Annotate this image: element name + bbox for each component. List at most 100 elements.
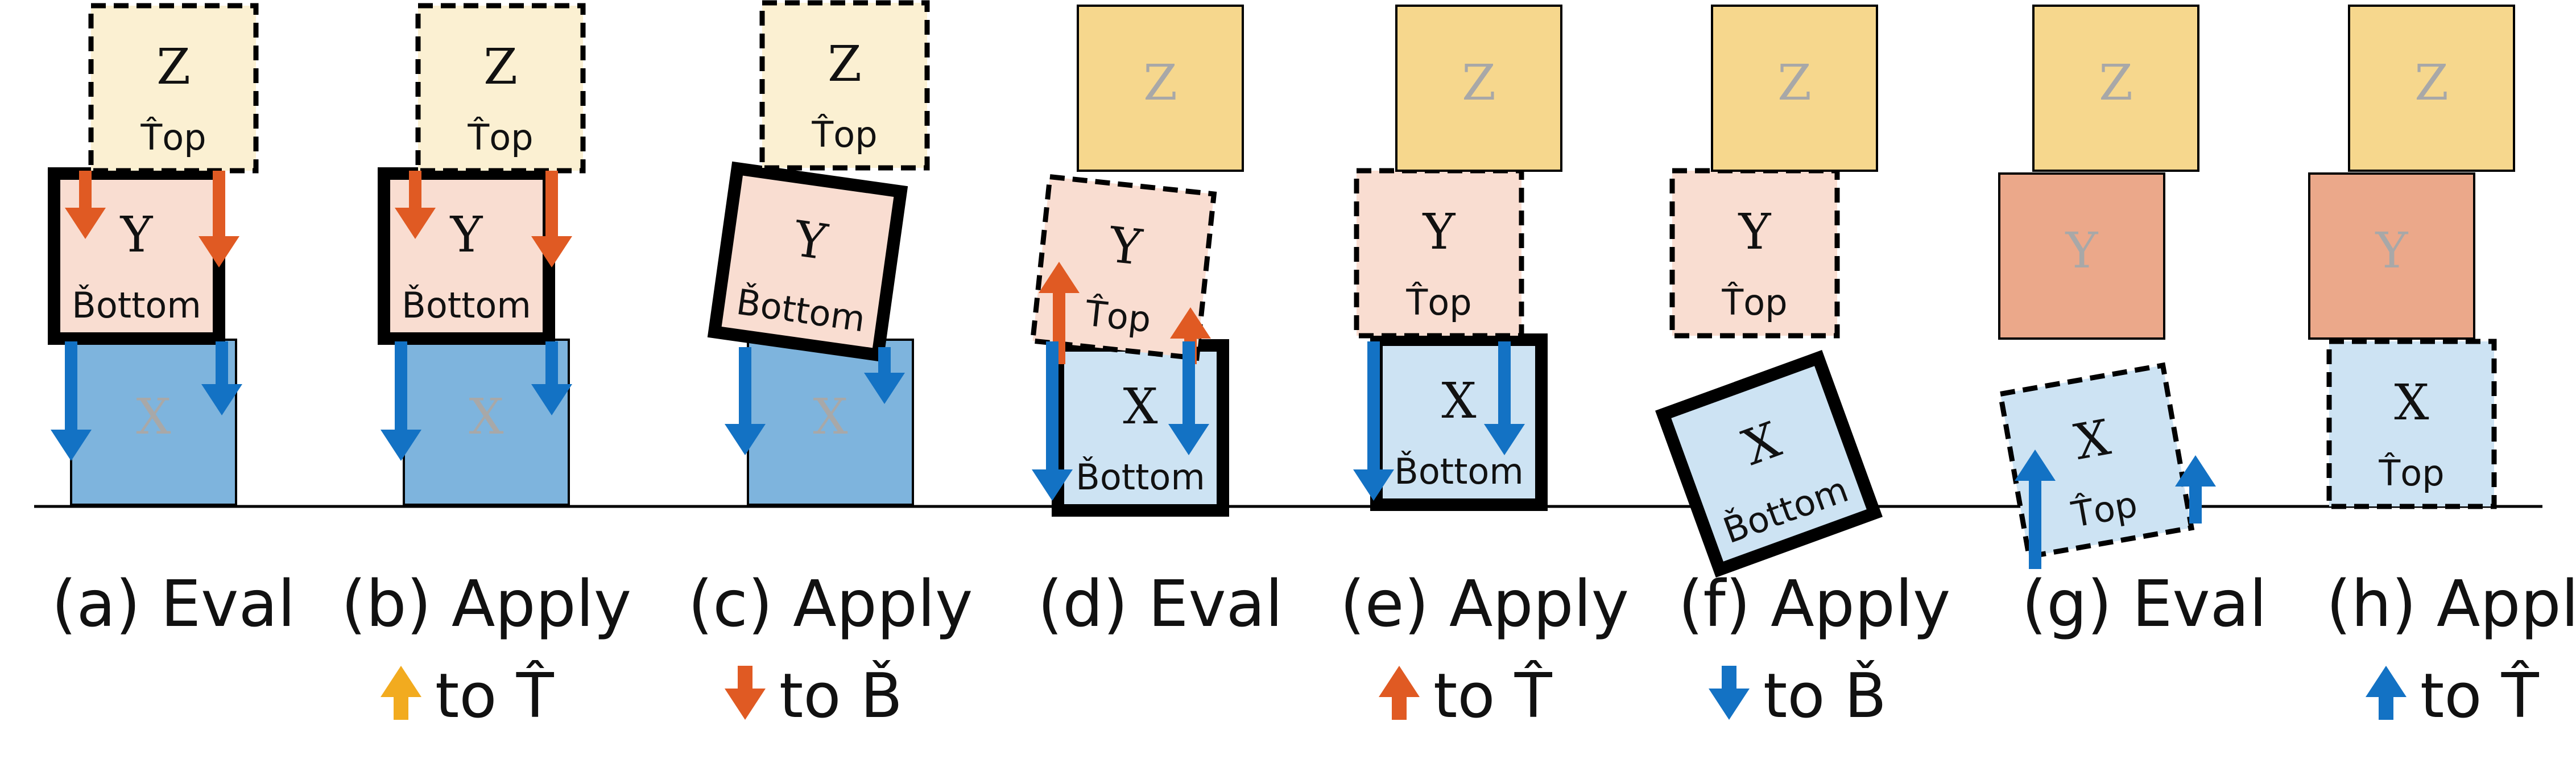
force-on-x-left-arrow-icon xyxy=(2015,450,2056,569)
block-y-role-label: T̂op xyxy=(1083,292,1153,340)
apply-text-panel-h: to T̂ xyxy=(2420,660,2540,732)
force-on-x-right-arrow-icon xyxy=(1168,341,1209,455)
block-y-letter: Y xyxy=(2065,222,2099,279)
block-y-letter: Y xyxy=(2375,222,2409,279)
block-z-letter: Z xyxy=(1462,55,1496,112)
block-z-body xyxy=(759,0,930,171)
block-x-role-label: B̌ottom xyxy=(1076,456,1205,498)
block-x-body xyxy=(403,339,570,506)
block-y-letter: Y xyxy=(1738,204,1772,261)
block-y-body xyxy=(2308,172,2475,340)
block-y-role-label: T̂op xyxy=(1405,282,1471,323)
block-x-body xyxy=(70,339,237,506)
block-z-role-label: T̂op xyxy=(140,117,206,158)
block-y-panel-f: Y T̂op xyxy=(1669,168,1840,339)
block-z-letter: Z xyxy=(1777,55,1812,112)
block-y-body xyxy=(1998,172,2165,340)
caption-panel-d: (d) Eval xyxy=(1038,567,1283,641)
force-on-x-right-arrow-icon xyxy=(201,341,242,415)
apply-text-panel-f: to B̌ xyxy=(1763,660,1887,732)
block-x-letter: X xyxy=(1123,378,1157,435)
block-x-panel-f: XB̌ottom xyxy=(1655,350,1883,578)
block-x-body xyxy=(2326,339,2497,509)
block-y-body xyxy=(1029,174,1217,361)
block-z-panel-d: Z xyxy=(1077,5,1244,172)
block-x-body xyxy=(1997,362,2195,560)
caption-panel-h: (h) Apply xyxy=(2326,567,2576,641)
apply-e-arrow-icon xyxy=(1379,666,1420,720)
panel-g: XT̂op YZ (g) Eval xyxy=(1997,5,2267,641)
block-y-panel-e: Y T̂op xyxy=(1354,168,1524,339)
block-x-letter: X xyxy=(1441,373,1476,430)
block-z-panel-g: Z xyxy=(2032,5,2199,172)
caption-panel-a: (a) Eval xyxy=(52,567,295,641)
force-on-y-left-arrow-icon xyxy=(395,171,436,239)
block-z-body xyxy=(2032,5,2199,172)
block-z-panel-a: Z T̂op xyxy=(88,3,259,174)
apply-h-arrow-icon xyxy=(2366,666,2407,720)
force-on-x-left-arrow-icon xyxy=(725,347,766,455)
block-x-panel-b: X xyxy=(403,339,570,506)
apply-row-panel-h: to T̂ xyxy=(2366,660,2540,732)
block-z-letter: Z xyxy=(828,36,862,93)
force-on-x-left-arrow-icon xyxy=(381,341,421,461)
block-z-body xyxy=(88,3,259,174)
apply-row-panel-b: to T̂ xyxy=(381,660,555,732)
block-y-role-label: T̂op xyxy=(1721,282,1787,323)
force-on-y-right-arrow-icon xyxy=(199,171,239,267)
block-z-letter: Z xyxy=(156,39,191,96)
force-on-x-right-arrow-icon xyxy=(531,341,572,415)
block-z-panel-e: Z xyxy=(1395,5,1562,172)
block-z-letter: Z xyxy=(483,39,518,96)
block-x-letter: X xyxy=(136,389,171,446)
caption-panel-e: (e) Apply xyxy=(1340,567,1629,641)
block-x-body xyxy=(1655,350,1883,578)
apply-c-arrow-icon xyxy=(725,666,766,720)
block-z-panel-h: Z xyxy=(2348,5,2515,172)
block-y-panel-g: Y xyxy=(1998,172,2165,340)
apply-text-panel-e: to T̂ xyxy=(1433,660,1553,732)
block-z-role-label: T̂op xyxy=(467,117,533,158)
block-z-letter: Z xyxy=(1143,55,1177,112)
block-z-body xyxy=(1077,5,1244,172)
block-y-letter: Y xyxy=(1423,204,1456,261)
force-on-x-right-arrow-icon xyxy=(864,347,905,404)
caption-panel-g: (g) Eval xyxy=(2022,567,2267,641)
block-x-role-label: T̂op xyxy=(2378,452,2444,494)
force-on-x-left-arrow-icon xyxy=(1353,341,1394,501)
block-y-panel-c: YB̌ottom xyxy=(707,161,908,362)
block-y-letter: Y xyxy=(450,207,483,263)
apply-row-panel-e: to T̂ xyxy=(1379,660,1553,732)
block-y-panel-a: Y B̌ottom xyxy=(48,167,225,345)
block-z-body xyxy=(415,3,586,174)
block-x-body xyxy=(1370,333,1548,511)
caption-panel-b: (b) Apply xyxy=(341,567,631,641)
block-z-body xyxy=(2348,5,2515,172)
block-y-role-label: B̌ottom xyxy=(72,285,201,326)
apply-text-panel-b: to T̂ xyxy=(435,660,555,732)
block-z-panel-b: Z T̂op xyxy=(415,3,586,174)
block-z-body xyxy=(1395,5,1562,172)
block-y-letter: Y xyxy=(1106,216,1145,277)
force-on-x-left-arrow-icon xyxy=(1032,341,1073,501)
block-y-role-label: B̌ottom xyxy=(402,285,531,326)
panel-d: X B̌ottom Y T̂op Z (d) Eval xyxy=(1029,5,1283,641)
block-y-letter: Y xyxy=(120,207,154,263)
block-z-role-label: T̂op xyxy=(811,114,877,155)
force-on-x-right-arrow-icon xyxy=(1484,341,1525,455)
panel-a: X Y B̌ottom Z T̂op (a) Eval xyxy=(48,3,295,641)
apply-row-panel-c: to B̌ xyxy=(725,660,903,732)
apply-f-arrow-icon xyxy=(1709,666,1750,720)
block-x-role-label: B̌ottom xyxy=(1394,451,1523,492)
block-x-panel-g: XT̂op xyxy=(1997,362,2195,560)
block-x-panel-h: X T̂op xyxy=(2326,339,2497,509)
force-on-x-left-arrow-icon xyxy=(51,341,92,461)
block-x-letter: X xyxy=(469,389,503,446)
apply-text-panel-c: to B̌ xyxy=(779,660,903,732)
block-z-panel-c: Z T̂op xyxy=(759,0,930,171)
block-x-letter: X xyxy=(2394,374,2429,431)
force-on-y-left-arrow-icon xyxy=(65,171,106,239)
